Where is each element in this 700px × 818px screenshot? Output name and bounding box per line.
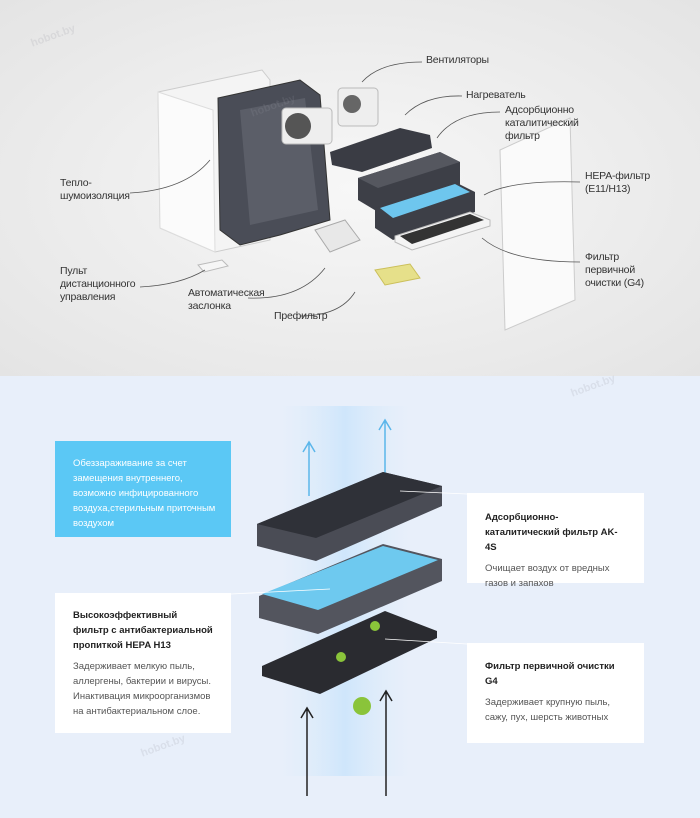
hepa-callout: Высокоэффективный фильтр с антибактериал… xyxy=(55,593,231,733)
leader-lines xyxy=(129,61,581,317)
label-insulation: Тепло- шумоизоляция xyxy=(60,177,130,203)
label-line: Фильтр xyxy=(585,251,620,263)
label-line: (E11/H13) xyxy=(585,183,631,195)
g4-filter-media xyxy=(400,214,484,244)
hepa-filter-media xyxy=(380,184,470,218)
adsorption-filter-top xyxy=(358,152,460,188)
label-line: Адсорбционно xyxy=(505,104,574,116)
label-primary-filter: Фильтр первичной очистки (G4) xyxy=(585,251,644,290)
remote xyxy=(197,259,229,273)
exploded-view-illustration xyxy=(129,61,581,331)
g4-callout: Фильтр первичной очистки G4 Задерживает … xyxy=(467,643,644,743)
g4-description: Задерживает крупную пыль, сажу, пух, шер… xyxy=(485,697,611,723)
prefilter xyxy=(374,263,421,286)
label-line: дистанционного xyxy=(60,278,136,290)
label-line: Автоматическая xyxy=(188,287,265,299)
label-heater: Нагреватель xyxy=(466,89,526,101)
filter-stack-illustration xyxy=(230,406,468,796)
label-line: Пульт xyxy=(60,265,88,277)
damper xyxy=(314,219,361,253)
g4-filter-stack xyxy=(262,611,437,694)
label-hepa-filter: HEPA-фильтр (E11/H13) xyxy=(585,170,650,196)
label-line: шумоизоляция xyxy=(60,190,130,202)
front-panel xyxy=(499,117,576,331)
ak4s-title: Адсорбционно-каталитический фильтр AK-4S xyxy=(485,512,618,553)
label-line: HEPA-фильтр xyxy=(585,170,651,182)
germ-icons xyxy=(336,621,380,715)
label-adsorption-filter: Адсорбционно каталитический фильтр xyxy=(505,104,579,143)
label-remote: Пульт дистанционного управления xyxy=(60,265,136,304)
label-line: фильтр xyxy=(505,130,540,142)
label-line: Тепло- xyxy=(60,177,92,189)
hepa-title: Высокоэффективный фильтр с антибактериал… xyxy=(73,610,213,651)
label-line: очистки (G4) xyxy=(585,277,644,289)
label-line: первичной xyxy=(585,264,635,276)
g4-title: Фильтр первичной очистки G4 xyxy=(485,661,615,687)
label-damper: Автоматическая заслонка xyxy=(188,287,265,313)
label-prefilter: Префильтр xyxy=(274,310,328,322)
exploded-view-section: Вентиляторы Нагреватель Адсорбционно кат… xyxy=(0,0,700,376)
fan-rotor xyxy=(285,113,311,139)
dirty-air-arrows xyxy=(300,689,393,796)
hepa-filter-stack-media xyxy=(262,546,438,610)
label-fans: Вентиляторы xyxy=(426,54,489,66)
heater xyxy=(330,128,432,172)
fan-rotor xyxy=(343,95,361,113)
ak4s-description: Очищает воздух от вредных газов и запахо… xyxy=(485,563,610,589)
insulation-shell-side xyxy=(157,91,216,253)
callout-lines xyxy=(230,490,468,645)
ak4s-callout: Адсорбционно-каталитический фильтр AK-4S… xyxy=(467,493,644,589)
label-line: каталитический xyxy=(505,117,579,129)
ak4s-filter-top xyxy=(257,472,442,538)
label-line: заслонка xyxy=(188,300,231,312)
hepa-description: Задерживает мелкую пыль, аллергены, бакт… xyxy=(73,661,212,717)
disinfection-callout: Обеззараживание за счет замещения внутре… xyxy=(55,441,231,537)
label-line: управления xyxy=(60,291,116,303)
